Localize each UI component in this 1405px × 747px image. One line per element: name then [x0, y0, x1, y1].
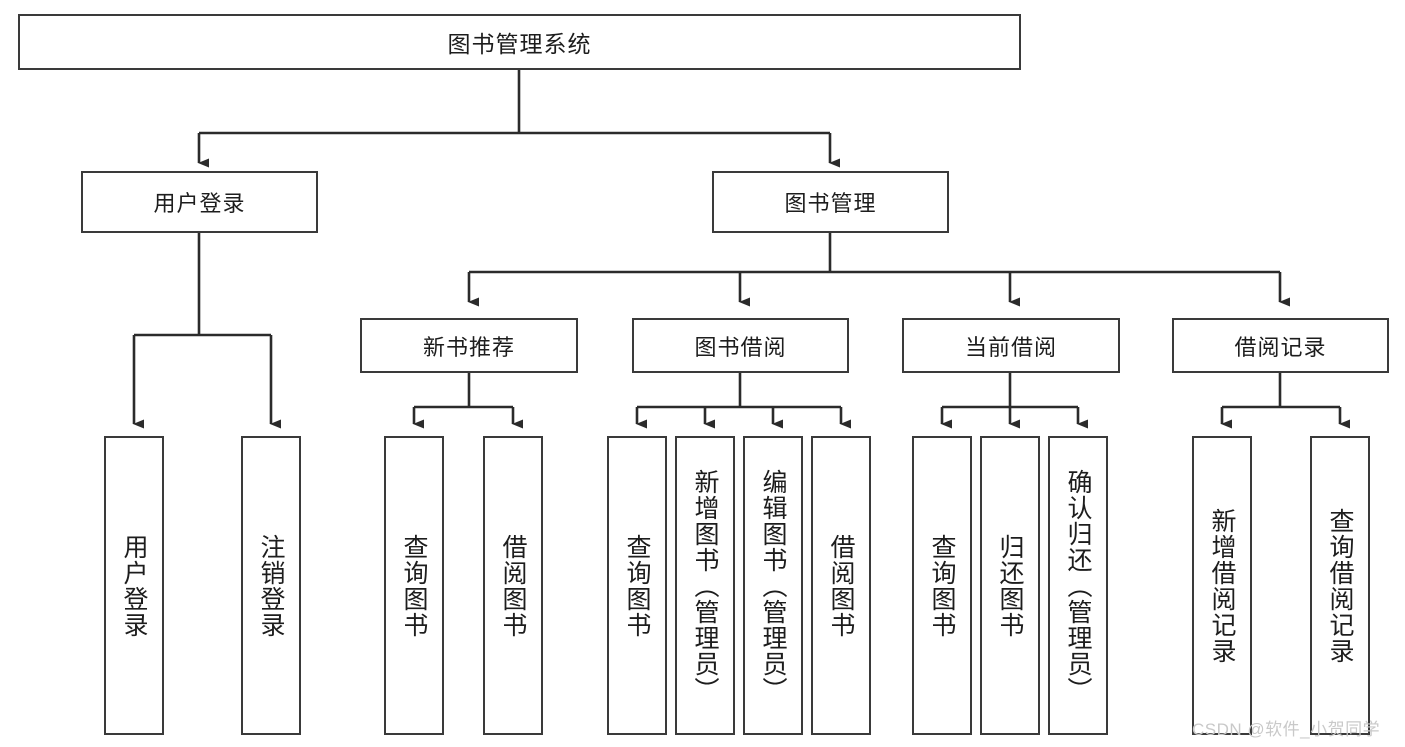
node-label: 查询图书 [400, 533, 428, 638]
node-label: 确认归还（管理员） [1064, 468, 1092, 703]
node-label: 用户登录 [120, 533, 148, 638]
leaf-borrow-add-book-admin[interactable]: 新增图书（管理员） [675, 436, 735, 735]
node-label: 新增借阅记录 [1208, 507, 1236, 664]
leaf-record-query-record[interactable]: 查询借阅记录 [1310, 436, 1370, 735]
node-label: 查询图书 [623, 533, 651, 638]
node-label: 图书管理系统 [447, 31, 592, 57]
node-root-system[interactable]: 图书管理系统 [18, 14, 1021, 70]
node-label: 用户登录 [153, 191, 246, 216]
leaf-current-confirm-return-admin[interactable]: 确认归还（管理员） [1048, 436, 1108, 735]
node-book-borrow[interactable]: 图书借阅 [632, 318, 849, 373]
node-label: 编辑图书（管理员） [759, 468, 787, 703]
node-label: 查询借阅记录 [1326, 507, 1354, 664]
node-label: 当前借阅 [964, 334, 1057, 360]
leaf-recommend-query-book[interactable]: 查询图书 [384, 436, 444, 735]
node-book-management[interactable]: 图书管理 [712, 171, 949, 233]
node-label: 借阅图书 [827, 533, 855, 638]
leaf-borrow-query-book[interactable]: 查询图书 [607, 436, 667, 735]
node-label: 图书借阅 [694, 334, 787, 360]
leaf-borrow-edit-book-admin[interactable]: 编辑图书（管理员） [743, 436, 803, 735]
leaf-recommend-borrow-book[interactable]: 借阅图书 [483, 436, 543, 735]
node-label: 借阅记录 [1234, 334, 1327, 360]
leaf-record-add-record[interactable]: 新增借阅记录 [1192, 436, 1252, 735]
leaf-current-query-book[interactable]: 查询图书 [912, 436, 972, 735]
node-label: 借阅图书 [499, 533, 527, 638]
leaf-user-login-logout[interactable]: 注销登录 [241, 436, 301, 735]
node-new-book-recommend[interactable]: 新书推荐 [360, 318, 578, 373]
node-label: 注销登录 [257, 533, 285, 638]
leaf-current-return-book[interactable]: 归还图书 [980, 436, 1040, 735]
node-current-borrow[interactable]: 当前借阅 [902, 318, 1120, 373]
node-label: 新增图书（管理员） [691, 468, 719, 703]
node-borrow-record[interactable]: 借阅记录 [1172, 318, 1389, 373]
leaf-user-login-login[interactable]: 用户登录 [104, 436, 164, 735]
node-label: 归还图书 [996, 533, 1024, 638]
node-label: 新书推荐 [422, 334, 515, 360]
node-label: 查询图书 [928, 533, 956, 638]
leaf-borrow-borrow-book[interactable]: 借阅图书 [811, 436, 871, 735]
node-user-login[interactable]: 用户登录 [81, 171, 318, 233]
csdn-watermark: CSDN @软件_小贺同学 [1192, 720, 1381, 739]
node-label: 图书管理 [784, 191, 877, 216]
